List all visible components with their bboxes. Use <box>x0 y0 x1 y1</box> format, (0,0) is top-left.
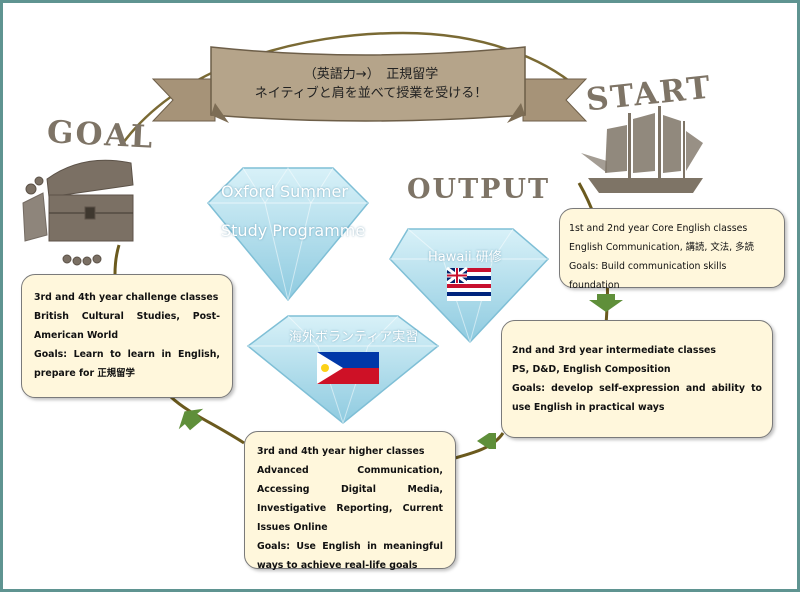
banner-line-2: ネイティブと肩を並べて授業を受ける！ <box>254 86 488 101</box>
goal-label: GOAL <box>46 114 156 156</box>
challenge-classes-card: 3rd and 4th year challenge classes Briti… <box>21 274 233 398</box>
card-goal: Goals: Learn to learn in English, prepar… <box>34 349 220 379</box>
card-courses: British Cultural Studies, Post-American … <box>34 311 220 341</box>
intermediate-classes-card: 2nd and 3rd year intermediate classes PS… <box>501 320 773 438</box>
card-courses: Advanced Communication, Accessing Digita… <box>257 465 443 533</box>
sailing-ship-icon <box>581 106 703 193</box>
oxford-label-line-2: Study Programme <box>221 221 366 240</box>
card-heading: 1st and 2nd year Core English classes <box>569 223 748 234</box>
higher-classes-card: 3rd and 4th year higher classes Advanced… <box>244 431 456 571</box>
arrow-down-icon <box>589 294 623 312</box>
oxford-diamond-icon <box>206 167 370 302</box>
card-courses: PS, D&D, English Composition <box>512 364 671 375</box>
progress-path <box>454 432 505 460</box>
oxford-label-line-1: Oxford Summer <box>221 182 348 201</box>
card-goal: Goals: develop self-expression and abili… <box>512 383 762 413</box>
card-courses: English Communication, 講読, 文法, 多読 <box>569 242 754 253</box>
progress-path <box>113 244 121 275</box>
card-heading: 2nd and 3rd year intermediate classes <box>512 345 716 356</box>
ribbon-banner <box>151 46 588 123</box>
card-goal: Goals: Use English in meaningful ways to… <box>257 541 443 571</box>
core-classes-card: 1st and 2nd year Core English classes En… <box>559 208 785 291</box>
card-heading: 3rd and 4th year challenge classes <box>34 292 219 303</box>
card-goal: Goals: Build communication skills founda… <box>569 261 727 291</box>
progress-path <box>169 395 245 445</box>
volunteer-label: 海外ボランティア実習 <box>289 330 419 345</box>
diagram-graphics <box>22 31 703 460</box>
arrow-up-icon <box>178 408 204 431</box>
banner-text: （英語力→） 正規留学 ネイティブと肩を並べて授業を受ける！ <box>241 65 501 103</box>
arrow-left-icon <box>477 433 496 449</box>
hawaii-flag-icon <box>446 266 491 301</box>
card-heading: 3rd and 4th year higher classes <box>257 446 425 457</box>
philippines-flag-icon <box>317 352 379 384</box>
output-label: OUTPUT <box>407 174 551 205</box>
banner-line-1: （英語力→） 正規留学 <box>303 67 439 82</box>
treasure-chest-icon <box>22 159 134 266</box>
hawaii-label: Hawaii 研修 <box>428 250 502 265</box>
